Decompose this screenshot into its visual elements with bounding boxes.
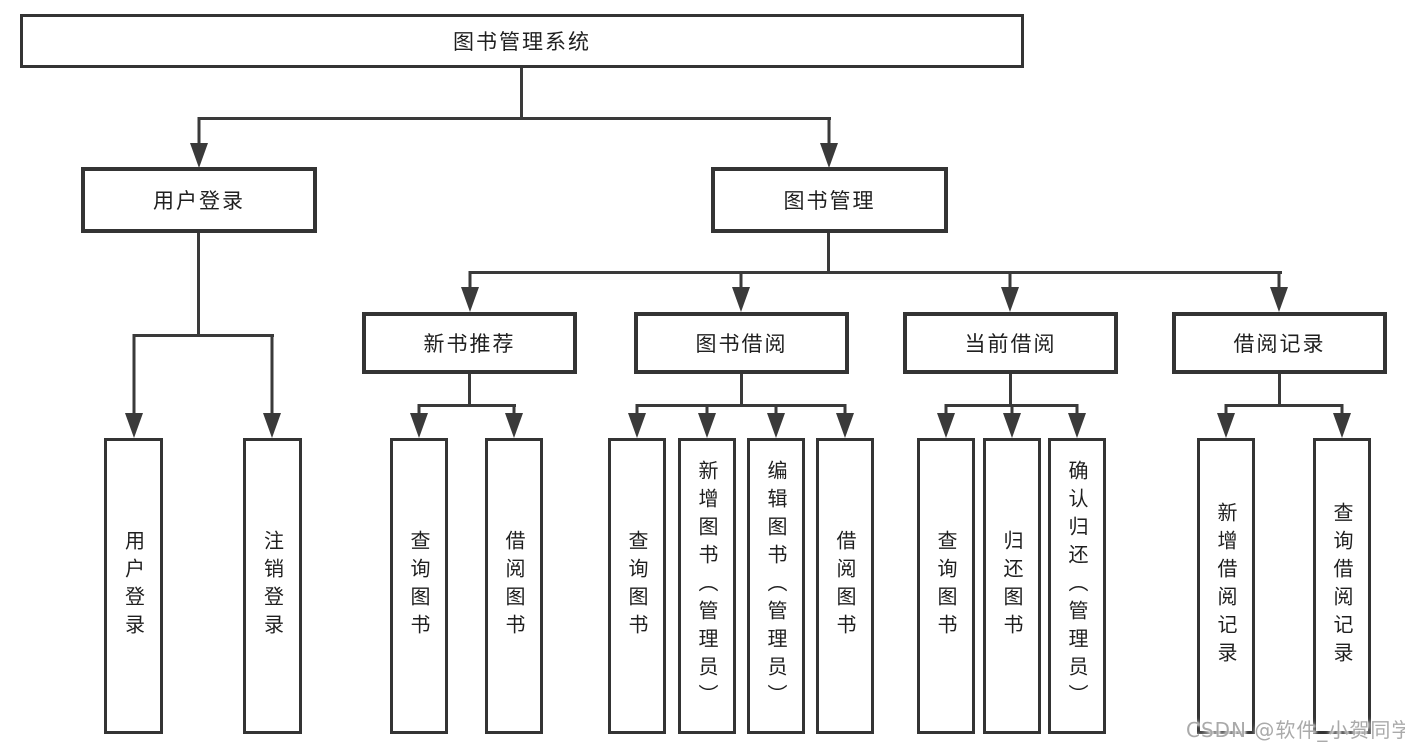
connector-root-stem bbox=[520, 68, 523, 118]
arrow-to-query-borrow-record-icon bbox=[1333, 404, 1351, 438]
arrow-to-confirm-return-icon bbox=[1068, 404, 1086, 438]
node-leaf-query-book-1: 查询图书 bbox=[390, 438, 448, 734]
arrow-to-borrow-book-1-icon bbox=[505, 404, 523, 438]
node-leaf-query-borrow-record: 查询借阅记录 bbox=[1313, 438, 1371, 734]
node-leaf-logout: 注销登录 bbox=[243, 438, 302, 734]
node-library-management-system: 图书管理系统 bbox=[20, 14, 1024, 68]
node-label: 新书推荐 bbox=[423, 332, 516, 356]
node-label: 借阅记录 bbox=[1233, 332, 1326, 356]
connector-book-borrow-stem bbox=[740, 374, 743, 406]
node-label: 注销登录 bbox=[260, 530, 285, 642]
node-label: 查询图书 bbox=[407, 530, 431, 642]
arrow-to-add-borrow-record-icon bbox=[1217, 404, 1235, 438]
arrow-to-add-book-icon bbox=[698, 404, 716, 438]
arrow-to-current-borrow-icon bbox=[1001, 271, 1019, 312]
node-label: 借阅图书 bbox=[833, 530, 857, 642]
node-label: 用户登录 bbox=[153, 189, 245, 213]
arrow-to-leaf-logout-icon bbox=[263, 334, 281, 438]
connector-book-borrow-rail bbox=[636, 404, 846, 407]
node-label: 归还图书 bbox=[1000, 530, 1024, 642]
node-label: 查询图书 bbox=[934, 530, 958, 642]
connector-current-borrow-stem bbox=[1009, 374, 1012, 406]
node-label: 编辑图书（管理员） bbox=[764, 460, 788, 712]
connector-borrow-records-rail bbox=[1225, 404, 1343, 407]
connector-new-book-rec-rail bbox=[418, 404, 516, 407]
node-label: 当前借阅 bbox=[964, 332, 1057, 356]
connector-book-management-stem bbox=[827, 233, 830, 274]
arrow-to-borrow-records-icon bbox=[1270, 271, 1288, 312]
node-label: 借阅图书 bbox=[502, 530, 526, 642]
node-leaf-edit-book-admin: 编辑图书（管理员） bbox=[747, 438, 805, 734]
arrow-to-query-book-2-icon bbox=[628, 404, 646, 438]
node-label: 确认归还（管理员） bbox=[1065, 460, 1089, 712]
connector-book-management-rail bbox=[469, 271, 1282, 274]
node-leaf-add-book-admin: 新增图书（管理员） bbox=[678, 438, 736, 734]
arrow-to-query-book-3-icon bbox=[937, 404, 955, 438]
node-label: 查询图书 bbox=[625, 530, 649, 642]
node-book-management: 图书管理 bbox=[711, 167, 948, 233]
node-borrowing-records: 借阅记录 bbox=[1172, 312, 1387, 374]
node-user-login: 用户登录 bbox=[81, 167, 317, 233]
connector-root-rail bbox=[198, 117, 831, 120]
node-leaf-user-login: 用户登录 bbox=[104, 438, 163, 734]
arrow-to-query-book-1-icon bbox=[410, 404, 428, 438]
csdn-watermark: CSDN @软件_小贺同学 bbox=[1186, 718, 1405, 742]
arrow-to-book-borrow-icon bbox=[732, 271, 750, 312]
connector-user-login-rail bbox=[133, 334, 274, 337]
node-leaf-query-book-2: 查询图书 bbox=[608, 438, 666, 734]
node-label: 查询借阅记录 bbox=[1330, 502, 1354, 670]
connector-borrow-records-stem bbox=[1278, 374, 1281, 406]
node-leaf-add-borrow-record: 新增借阅记录 bbox=[1197, 438, 1255, 734]
node-leaf-return-book: 归还图书 bbox=[983, 438, 1041, 734]
node-leaf-borrow-book-2: 借阅图书 bbox=[816, 438, 874, 734]
node-leaf-confirm-return-admin: 确认归还（管理员） bbox=[1048, 438, 1106, 734]
arrow-to-new-book-rec-icon bbox=[461, 271, 479, 312]
arrow-to-return-book-icon bbox=[1003, 404, 1021, 438]
node-label: 新增借阅记录 bbox=[1214, 502, 1238, 670]
node-current-borrowing: 当前借阅 bbox=[903, 312, 1118, 374]
node-leaf-borrow-book-1: 借阅图书 bbox=[485, 438, 543, 734]
arrow-to-edit-book-icon bbox=[767, 404, 785, 438]
arrow-to-book-management-icon bbox=[820, 117, 838, 168]
node-label: 新增图书（管理员） bbox=[695, 460, 719, 712]
node-leaf-query-book-3: 查询图书 bbox=[917, 438, 975, 734]
node-label: 图书管理系统 bbox=[453, 30, 591, 54]
node-book-borrowing: 图书借阅 bbox=[634, 312, 849, 374]
node-label: 图书管理 bbox=[783, 189, 876, 213]
arrow-to-user-login-icon bbox=[190, 117, 208, 168]
node-label: 用户登录 bbox=[121, 530, 146, 642]
connector-new-book-rec-stem bbox=[468, 374, 471, 406]
node-new-book-recommendation: 新书推荐 bbox=[362, 312, 577, 374]
arrow-to-leaf-user-login-icon bbox=[125, 334, 143, 438]
connector-user-login-stem bbox=[197, 233, 200, 336]
node-label: 图书借阅 bbox=[695, 332, 788, 356]
arrow-to-borrow-book-2-icon bbox=[836, 404, 854, 438]
